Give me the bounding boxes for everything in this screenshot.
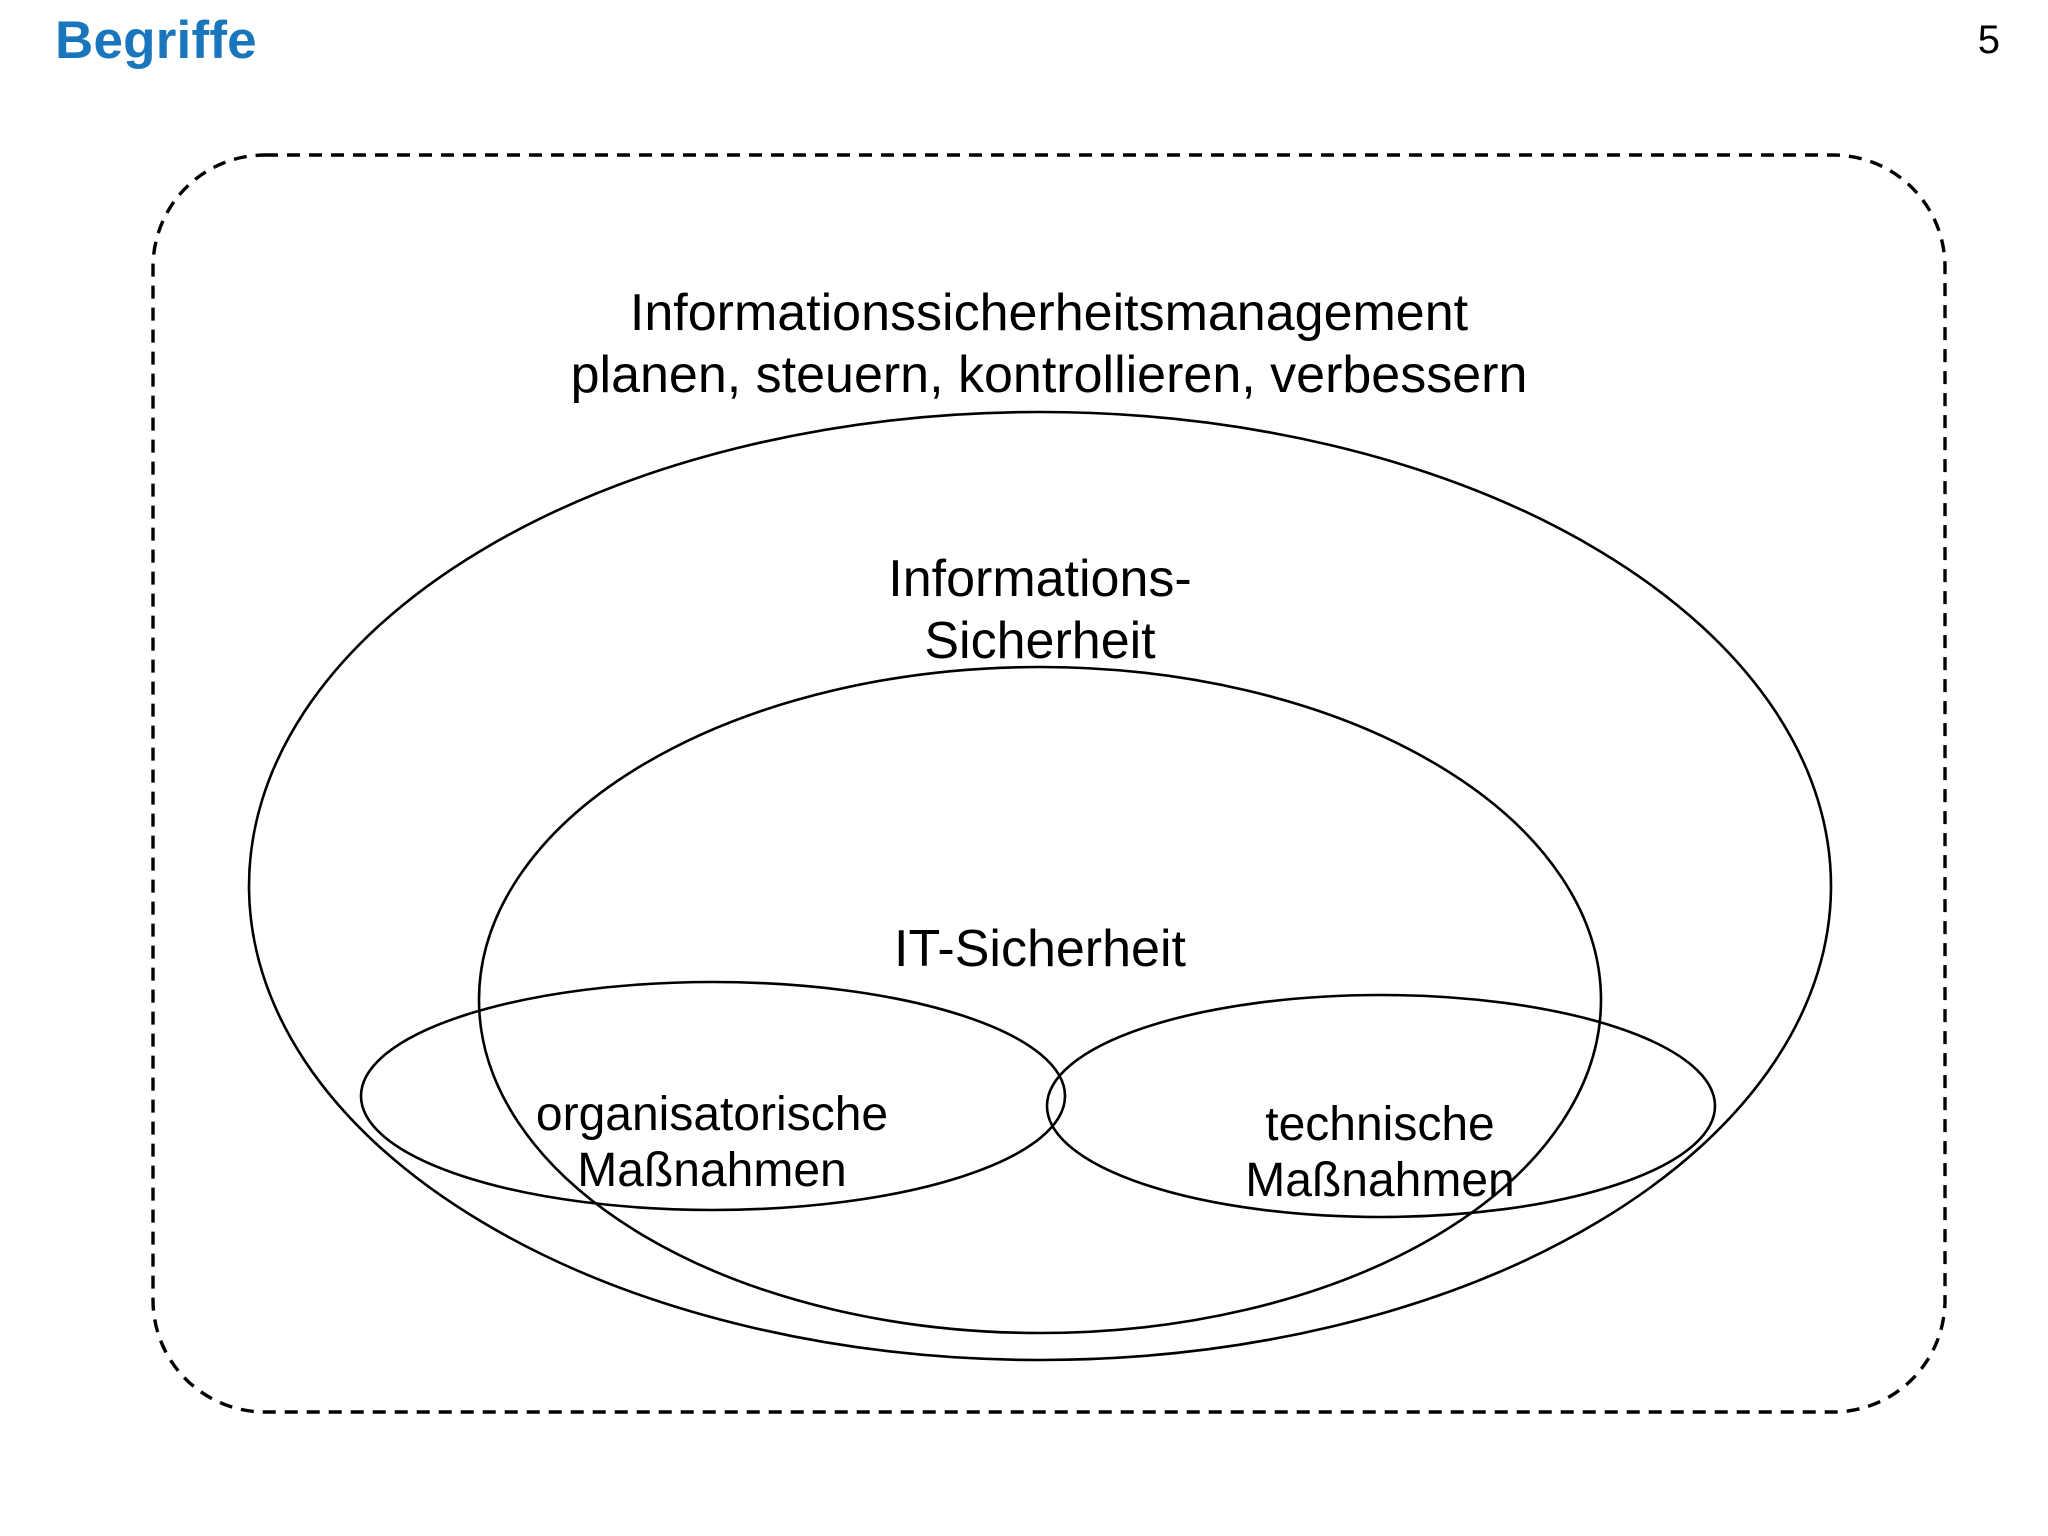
ism-label-line1: Informationssicherheitsmanagement	[629, 284, 1469, 343]
it-sicherheit-label: IT-Sicherheit	[640, 858, 1440, 981]
page-title: Begriffe	[55, 11, 257, 70]
it-sicherheit-label-line1: IT-Sicherheit	[894, 920, 1186, 979]
technische-massnahmen-label-line1: technische	[1265, 1097, 1495, 1151]
organisatorische-massnahmen-label-line2: Maßnahmen	[577, 1144, 847, 1198]
organisatorische-massnahmen-label-line1: organisatorische	[535, 1087, 889, 1141]
informationssicherheit-label-line2: Sicherheit	[924, 611, 1156, 670]
informationssicherheit-label: Informations- Sicherheit	[540, 488, 1540, 733]
organisatorische-massnahmen-label: organisatorische Maßnahmen	[372, 1030, 1052, 1257]
technische-massnahmen-label: technische Maßnahmen	[1060, 1040, 1700, 1267]
technische-massnahmen-label-line2: Maßnahmen	[1245, 1154, 1515, 1208]
informationssicherheit-ellipse-shape	[247, 410, 1833, 1362]
organisatorische-massnahmen-ellipse-shape	[359, 980, 1067, 1212]
informationssicherheitsmanagement-label: Informationssicherheitsmanagement planen…	[174, 222, 1924, 467]
informationssicherheit-label-line1: Informations-	[888, 550, 1192, 609]
it-sicherheit-ellipse-shape	[477, 665, 1603, 1335]
ism-label-line2: planen, steuern, kontrollieren, verbesse…	[570, 345, 1528, 404]
page-number: 5	[1977, 18, 2000, 62]
technische-massnahmen-ellipse-shape	[1045, 993, 1717, 1219]
